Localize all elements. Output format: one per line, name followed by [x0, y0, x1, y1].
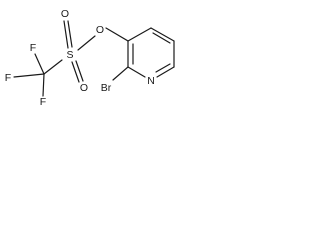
ring-bond-c3-c4 — [127, 27, 152, 42]
bond-c-f-left — [13, 73, 45, 78]
bond-s-o-bottom-a — [71, 61, 80, 83]
atom-o-sulfonyl-top: O — [61, 8, 69, 20]
molecule-structure: F F F S O O O Br N — [5, 8, 175, 108]
atom-nitrogen: N — [147, 75, 155, 87]
structure-canvas: F F F S O O O Br N — [0, 0, 220, 112]
atom-o-ester: O — [96, 24, 104, 36]
atom-f-left: F — [5, 72, 11, 84]
ring-bond-c4-c5 — [150, 27, 175, 42]
bond-c-f-bottom — [42, 73, 45, 97]
bonds — [13, 20, 175, 97]
bond-s-o-bottom-b — [75, 60, 84, 82]
bond-s-o-top-a — [63, 20, 69, 49]
bond-c-f-top — [34, 53, 45, 75]
atom-bromine: Br — [101, 82, 112, 94]
ring-bond-c6-n — [156, 66, 175, 78]
atom-labels: F F F S O O O Br N — [5, 8, 155, 108]
ring-bond-c6-n-inner — [155, 63, 171, 73]
bond-s-o-top-b — [67, 20, 73, 48]
atom-f-top: F — [30, 42, 36, 54]
atom-f-bottom: F — [40, 96, 46, 108]
bond-s-o-ester — [77, 35, 96, 51]
bond-c-s — [43, 59, 63, 75]
ring-bond-n-c2 — [127, 66, 146, 78]
atom-o-sulfonyl-bottom: O — [80, 82, 88, 94]
bond-c-br — [112, 66, 129, 81]
ring-bond-c4-c5-inner — [152, 32, 171, 44]
bond-o-ring — [105, 27, 129, 42]
atom-sulfur: S — [66, 49, 73, 61]
